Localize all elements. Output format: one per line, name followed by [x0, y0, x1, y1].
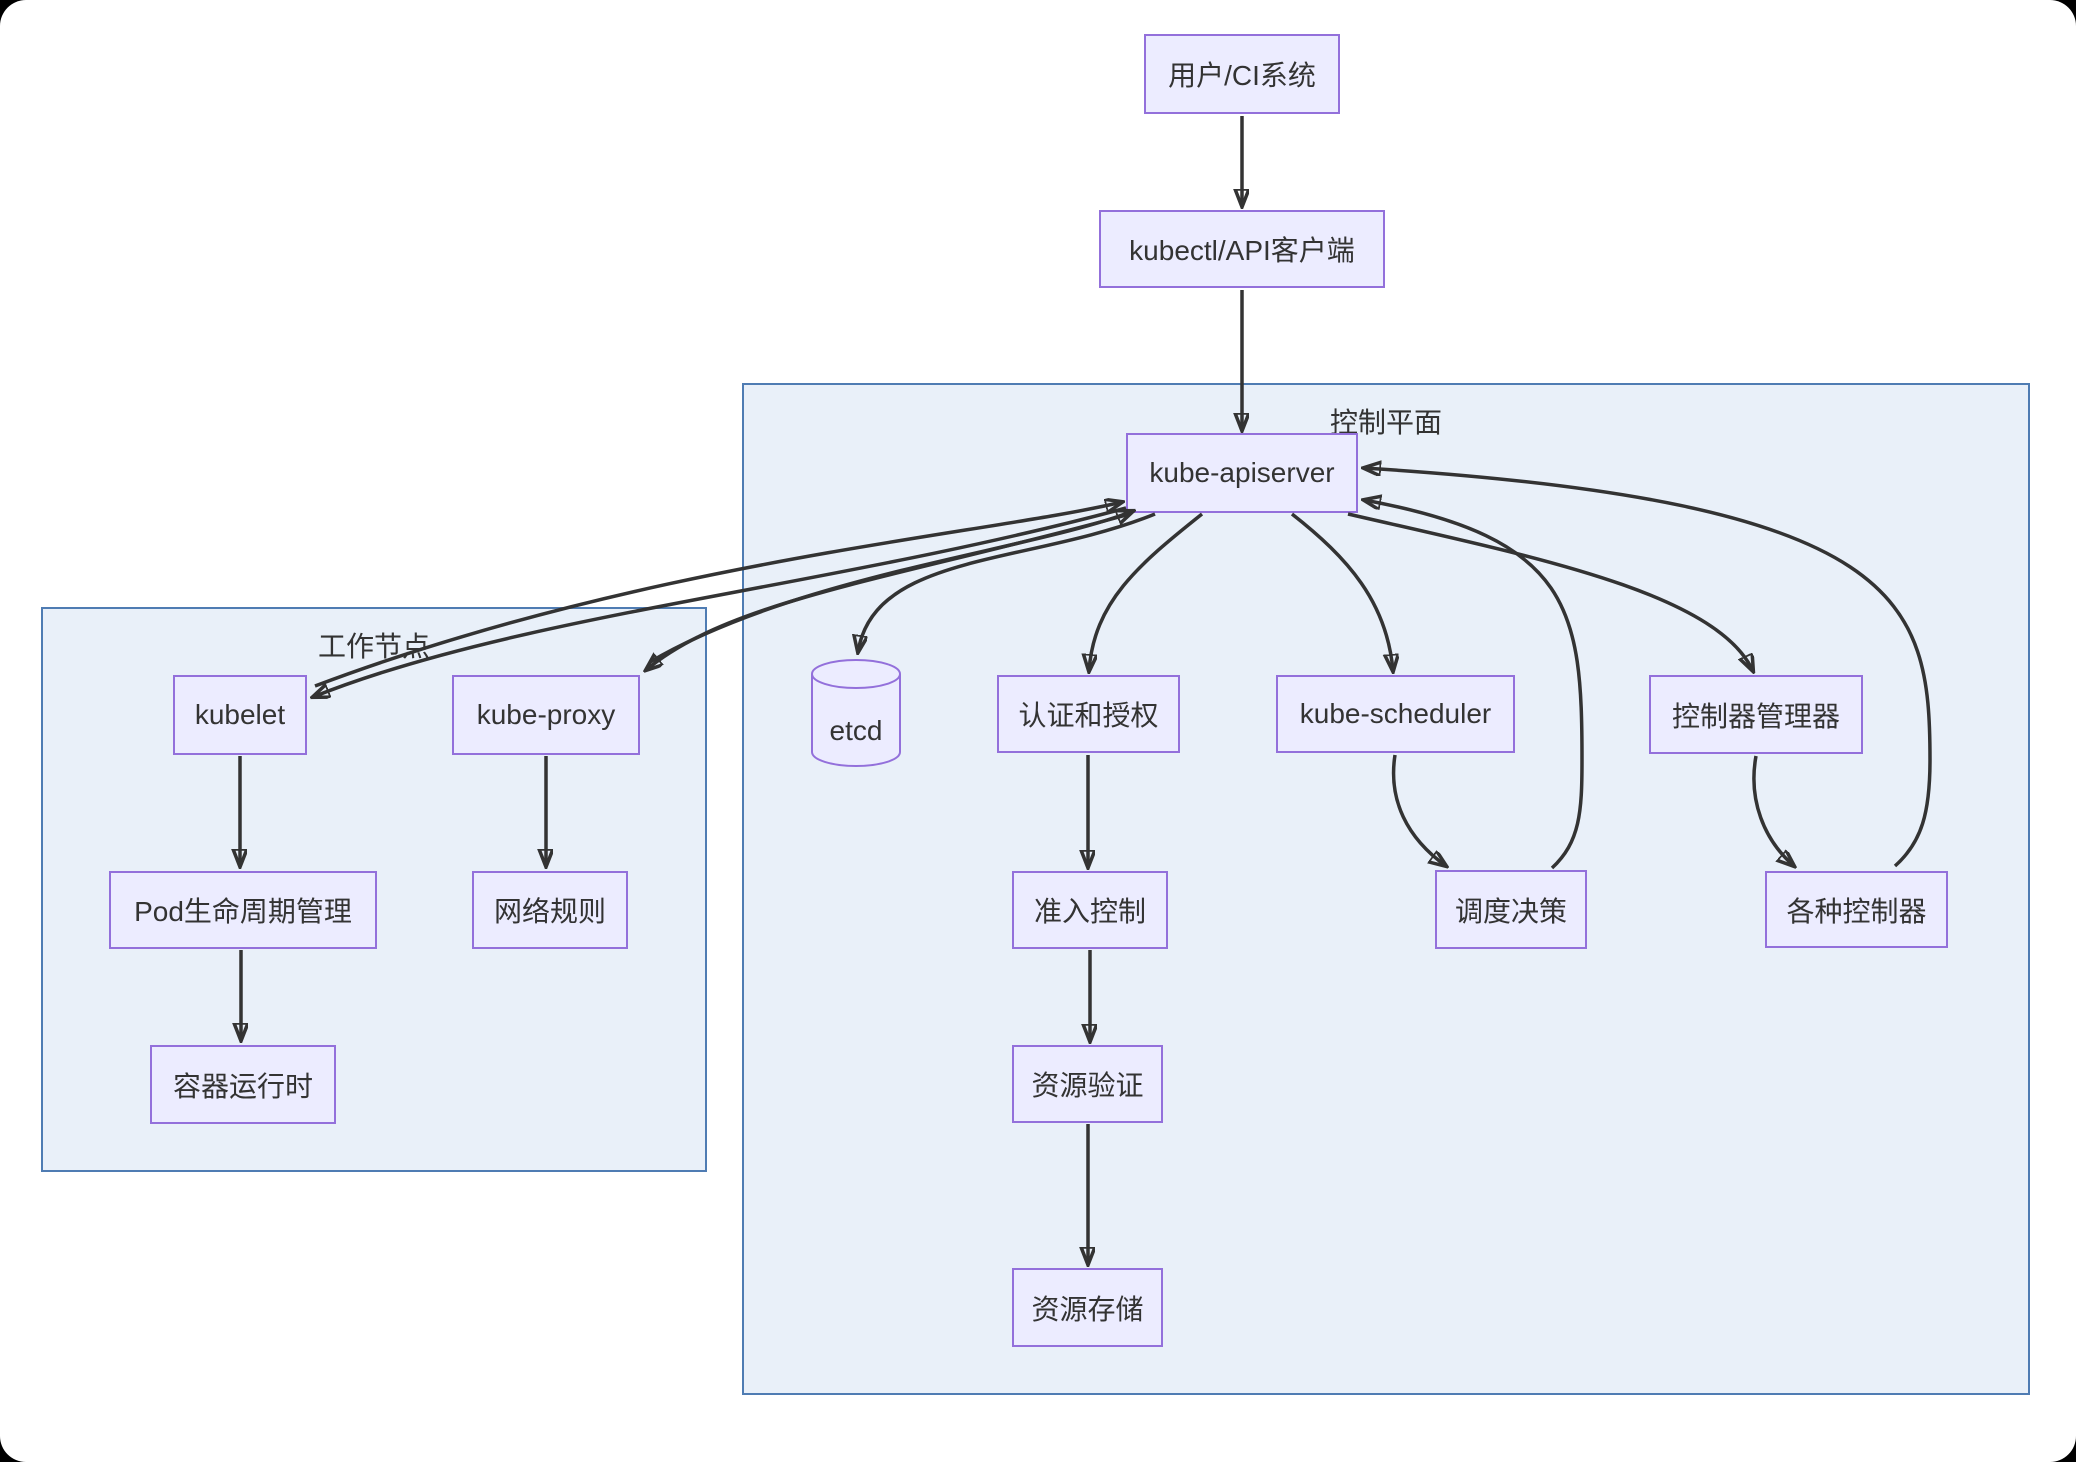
- node-kube-scheduler: kube-scheduler: [1276, 675, 1515, 753]
- node-validation: 资源验证: [1012, 1045, 1163, 1123]
- node-etcd-label: etcd: [829, 715, 883, 746]
- node-kube-apiserver: kube-apiserver: [1126, 433, 1358, 513]
- node-etcd: etcd: [810, 658, 902, 768]
- node-pod-lifecycle: Pod生命周期管理: [109, 871, 377, 949]
- node-controller-manager: 控制器管理器: [1649, 675, 1863, 754]
- node-kube-proxy: kube-proxy: [452, 675, 640, 755]
- node-sched-decision: 调度决策: [1435, 870, 1587, 949]
- cluster-control-plane-label: 控制平面: [1329, 407, 1442, 438]
- node-container-runtime: 容器运行时: [150, 1045, 336, 1124]
- node-kubelet: kubelet: [173, 675, 307, 755]
- node-admission: 准入控制: [1012, 871, 1168, 949]
- node-storage: 资源存储: [1012, 1268, 1163, 1347]
- node-kubectl: kubectl/API客户端: [1099, 210, 1385, 288]
- node-user: 用户/CI系统: [1144, 34, 1340, 114]
- node-auth: 认证和授权: [997, 675, 1180, 753]
- cluster-worker-node-label: 工作节点: [317, 631, 430, 662]
- node-network-rules: 网络规则: [472, 871, 628, 949]
- node-controllers: 各种控制器: [1765, 871, 1948, 948]
